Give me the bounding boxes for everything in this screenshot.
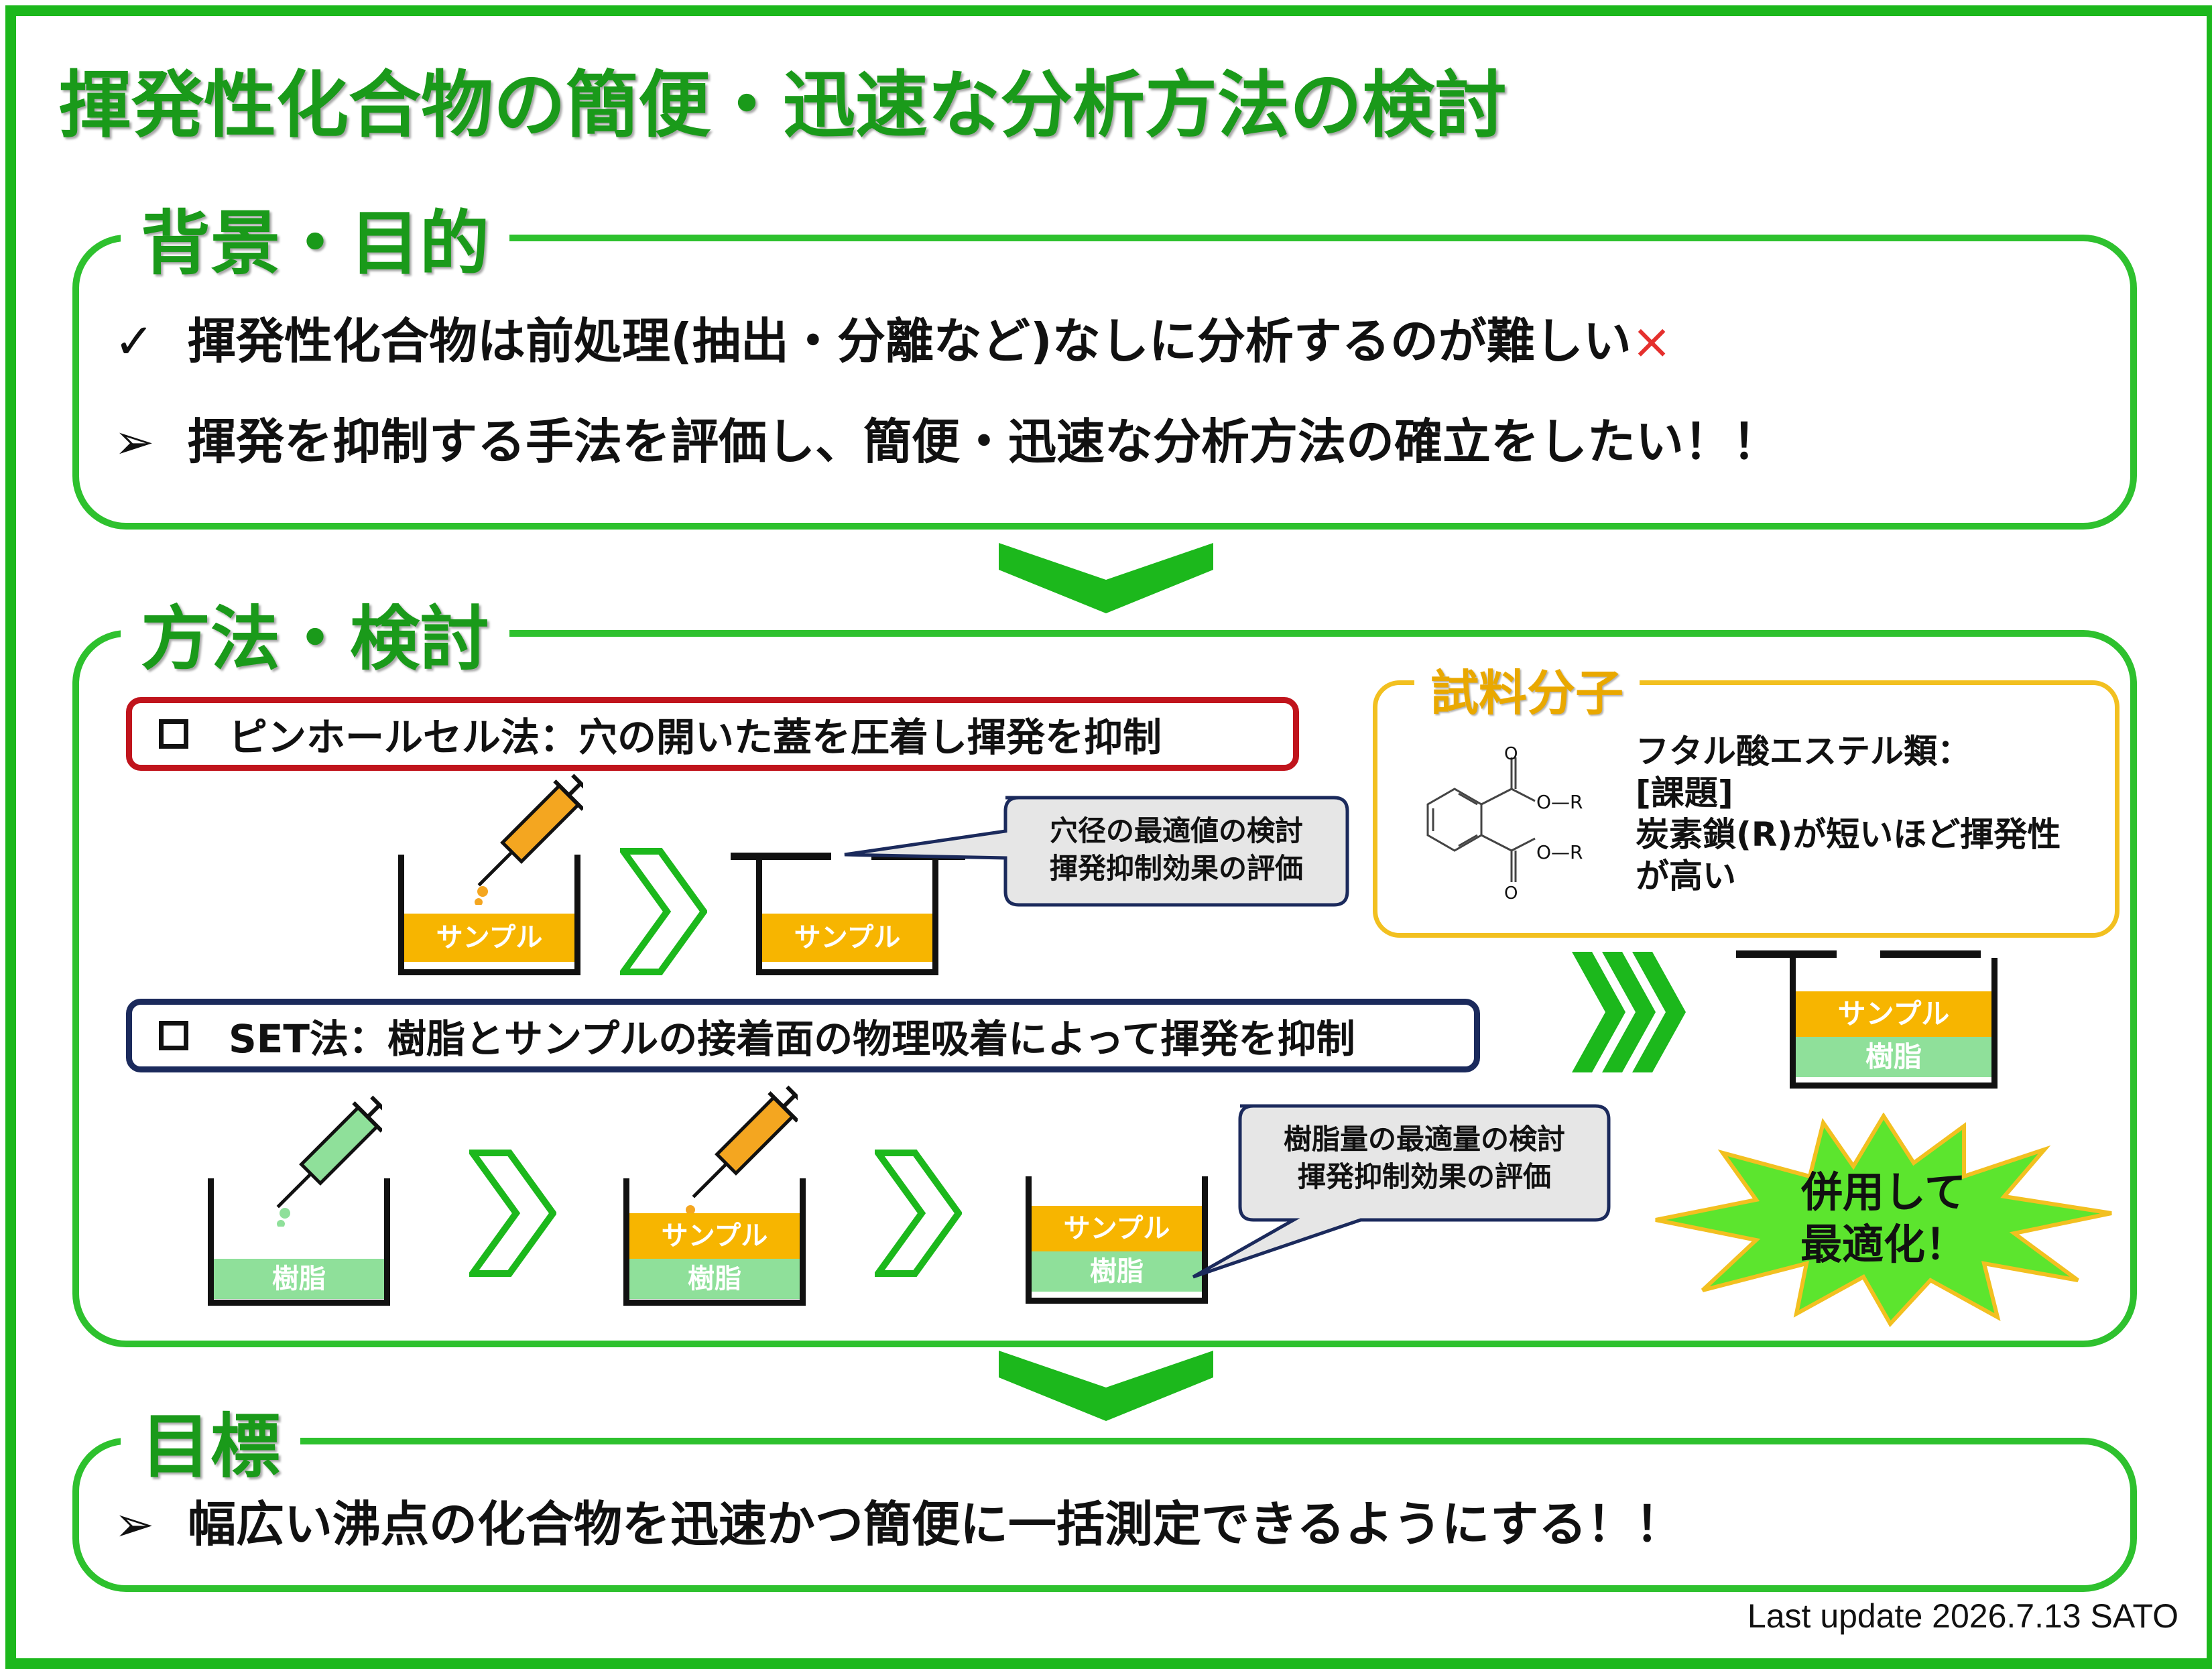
burst-text: 併用して 最適化！	[1770, 1166, 1998, 1271]
sample-layer: サンプル	[404, 914, 574, 962]
set-container-resin: 樹脂	[208, 1178, 390, 1306]
down-chevron-icon	[999, 543, 1213, 613]
reagent-line-4: が高い	[1636, 857, 1736, 895]
sample-layer: サンプル	[762, 914, 932, 962]
set-method-title: SET法：樹脂とサンプルの接着面の物理吸着によって揮発を抑制	[229, 1016, 1355, 1062]
set-callout	[1192, 1104, 1611, 1279]
combined-container: サンプル 樹脂	[1790, 958, 1998, 1089]
pinhole-container-open: サンプル	[398, 855, 580, 975]
sample-layer: サンプル	[629, 1213, 800, 1259]
pinhole-callout-line-1: 穴径の最適値の検討	[1049, 814, 1303, 847]
set-callout-text: 樹脂量の最適量の検討 揮発抑制効果の評価	[1240, 1121, 1609, 1196]
reagent-description: フタル酸エステル類： [課題] 炭素鎖(R)が短いほど揮発性 が高い	[1636, 731, 2061, 897]
combined-lid-left	[1736, 950, 1837, 958]
background-line-1: ✓ 揮発性化合物は前処理(抽出・分離など)なしに分析するのが難しい×	[114, 302, 1672, 372]
molecule-o-bottom: O	[1504, 883, 1518, 904]
pinhole-callout-line-2: 揮発抑制効果の評価	[1049, 852, 1303, 885]
resin-layer: 樹脂	[1796, 1037, 1991, 1077]
reagent-line-3: 炭素鎖(R)が短いほど揮発性	[1636, 815, 2061, 854]
pinhole-container-capped: サンプル	[756, 860, 938, 975]
background-line-2-text: 揮発を抑制する手法を評価し、簡便・迅速な分析方法の確立をしたい！！	[188, 414, 1781, 470]
cross-icon: ×	[1631, 313, 1672, 369]
syringe-icon	[475, 774, 583, 905]
right-chevron-icon	[620, 848, 707, 975]
resin-layer: 樹脂	[1032, 1251, 1202, 1292]
molecule-or-bottom: O—R	[1536, 841, 1583, 863]
right-chevron-icon	[469, 1150, 556, 1277]
pinhole-callout	[844, 796, 1349, 907]
right-chevron-icon	[875, 1150, 962, 1277]
syringe-icon	[686, 1085, 798, 1215]
syringe-icon	[276, 1095, 382, 1227]
checkbox-square-icon	[159, 719, 188, 749]
sample-layer: サンプル	[1796, 991, 1991, 1037]
reagent-line-1: フタル酸エステル類：	[1636, 732, 1971, 771]
methods-heading: 方法・検討	[121, 582, 510, 683]
checkbox-square-icon	[159, 1021, 188, 1050]
page-title: 揮発性化合物の簡便・迅速な分析方法の検討	[59, 64, 1508, 147]
pinhole-method-title: ピンホールセル法：穴の開いた蓋を圧着し揮発を抑制	[229, 715, 1162, 760]
burst-line-2: 最適化！	[1800, 1220, 1967, 1269]
set-method-box: SET法：樹脂とサンプルの接着面の物理吸着によって揮発を抑制	[126, 999, 1480, 1072]
goal-section	[72, 1438, 2137, 1592]
molecule-or-top: O—R	[1536, 791, 1583, 813]
down-chevron-icon	[999, 1351, 1213, 1421]
set-callout-line-1: 樹脂量の最適量の検討	[1283, 1123, 1565, 1156]
goal-heading: 目標	[121, 1389, 301, 1491]
check-icon: ✓	[114, 313, 155, 369]
pinhole-lid-left	[731, 853, 831, 860]
arrow-bullet-icon: ➢	[114, 1496, 155, 1552]
background-line-1-text: 揮発性化合物は前処理(抽出・分離など)なしに分析するのが難しい	[188, 313, 1632, 369]
burst-line-1: 併用して	[1800, 1168, 1967, 1217]
sample-layer: サンプル	[1032, 1206, 1202, 1251]
footer-update: Last update 2026.7.13 SATO	[1747, 1597, 2178, 1635]
background-heading: 背景・目的	[121, 186, 510, 288]
arrow-bullet-icon: ➢	[114, 414, 155, 470]
reagent-heading: 試料分子	[1414, 654, 1640, 724]
goal-line: ➢ 幅広い沸点の化合物を迅速かつ簡便に一括測定できるようにする！！	[114, 1485, 1683, 1555]
molecule-o-top: O	[1504, 744, 1518, 764]
reagent-line-2: [課題]	[1636, 774, 1733, 812]
pinhole-callout-text: 穴径の最適値の検討 揮発抑制効果の評価	[1012, 812, 1341, 887]
set-container-sample-resin: サンプル 樹脂	[623, 1178, 806, 1306]
resin-layer: 樹脂	[629, 1259, 800, 1299]
goal-line-text: 幅広い沸点の化合物を迅速かつ簡便に一括測定できるようにする！！	[188, 1496, 1684, 1552]
combined-lid-right	[1880, 950, 1981, 958]
pinhole-method-box: ピンホールセル法：穴の開いた蓋を圧着し揮発を抑制	[126, 697, 1299, 771]
triple-chevron-icon	[1572, 952, 1686, 1072]
background-line-2: ➢ 揮発を抑制する手法を評価し、簡便・迅速な分析方法の確立をしたい！！	[114, 402, 1780, 473]
set-callout-line-2: 揮発抑制効果の評価	[1297, 1160, 1551, 1193]
set-container-final: サンプル 樹脂	[1026, 1176, 1208, 1304]
starburst-icon	[1655, 1113, 2112, 1327]
resin-layer: 樹脂	[214, 1259, 384, 1299]
phthalate-molecule-icon	[1426, 757, 1536, 882]
